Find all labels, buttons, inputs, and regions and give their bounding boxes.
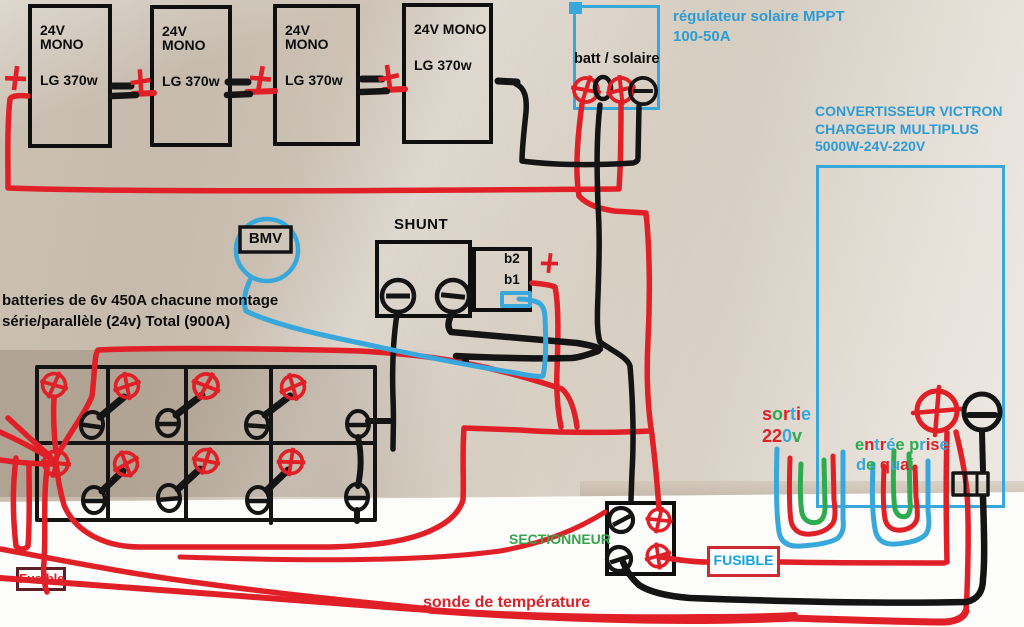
panel-model-label: LG 370w [285,72,343,88]
mppt-label: régulateur solaire MPPT 100-50A [673,7,845,47]
mppt-label-line2: 100-50A [673,28,731,45]
sectionneur-label: SECTIONNEUR [509,531,611,547]
outlet-label-line2: 220v [762,426,803,446]
panel-voltage-label: 24V MONO [414,21,487,37]
fuse-left-label: Fusible [19,571,65,586]
batteries-label: batteries de 6v 450A chacune montage sér… [2,291,278,332]
fuse-right-label: FUSIBLE [713,552,774,568]
inverter-label: CONVERTISSEUR VICTRON CHARGEUR MULTIPLUS… [815,103,1002,156]
batteries-label-line2: série/parallèle (24v) Total (900A) [2,312,231,330]
panel-model-label: LG 370w [414,57,472,73]
shore-label-line2: de quai [856,456,914,474]
batteries-label-line1: batteries de 6v 450A chacune montage [2,292,279,309]
mppt-label-line1: régulateur solaire MPPT [673,8,845,25]
panel-model-label: LG 370w [162,73,220,89]
panel-model-label: LG 370w [40,72,98,88]
temperature-label: sonde de température [423,594,591,611]
inverter-label-line1: CONVERTISSEUR VICTRON [815,103,1003,119]
inverter-label-line2: CHARGEUR MULTIPLUS [815,120,979,137]
panel-voltage-label: 24V MONO [40,22,84,52]
outlet-label-line1: sortie [762,404,812,424]
shunt-label: SHUNT [394,216,449,233]
panel-voltage-label: 24V MONO [285,22,329,52]
mppt-terminals-label: batt / solaire [574,51,660,67]
shore-label-line1: entrée prise [855,436,949,454]
panel-voltage-label: 24V MONO [162,23,206,53]
inverter-label-line3: 5000W-24V-220V [815,138,926,154]
shunt-b1-label: b1 [504,272,520,287]
shunt-b2-label: b2 [504,251,520,266]
bmv-label: BMV [248,230,283,247]
